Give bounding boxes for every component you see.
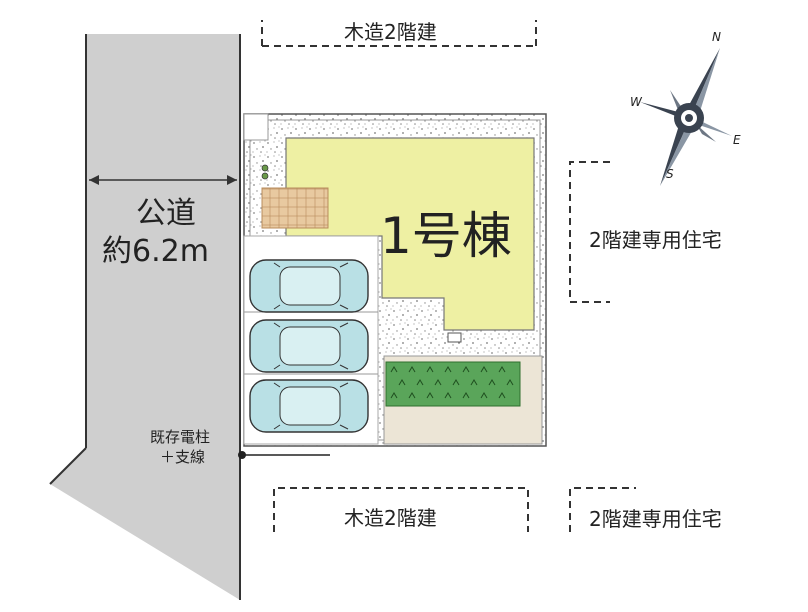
neighbor-top-label: 木造2階建: [344, 20, 437, 44]
deck-tiles: [261, 187, 329, 229]
road-label-name: 公道: [136, 196, 196, 231]
grass-tuft: [416, 379, 424, 386]
grass-tuft: [444, 392, 452, 399]
neighbor-bottom-left-label: 木造2階建: [344, 506, 437, 530]
building-label: 1号棟: [380, 207, 512, 265]
neighbor-right-label: 2階建専用住宅: [589, 228, 722, 252]
grass-tuft: [390, 366, 398, 373]
road-arrowhead-left: [89, 175, 99, 185]
grass-tuft: [408, 366, 416, 373]
compass-label-e: E: [733, 133, 741, 147]
road-arrowhead-right: [227, 175, 237, 185]
grass-tuft: [426, 366, 434, 373]
grass-tuft: [462, 366, 470, 373]
grass-tuft: [480, 366, 488, 373]
grass-tuft: [398, 379, 406, 386]
meter-a: [261, 164, 269, 172]
neighbor-bottom-right-label: 2階建専用住宅: [589, 507, 722, 531]
neighbor-right-outline: [569, 161, 610, 303]
compass-label-n: N: [712, 30, 721, 44]
utility-pole-label-line1: 既存電柱: [150, 428, 211, 446]
entry-strip: [243, 113, 269, 141]
grass-tuft: [462, 392, 470, 399]
compass-label-w: W: [630, 95, 642, 109]
parked-car: [249, 259, 369, 313]
road-edge-diagonal: [49, 447, 87, 485]
public-road: [50, 34, 240, 600]
grass-tuft: [488, 379, 496, 386]
compass-rose-icon: [640, 48, 732, 186]
grass-tuft: [498, 392, 506, 399]
grass-tuft: [426, 392, 434, 399]
road-label-width: 約6.2m: [102, 234, 209, 269]
grass-tuft: [444, 366, 452, 373]
grass-tuft: [434, 379, 442, 386]
neighbor-top-outline: [261, 20, 537, 47]
grass-tuft: [408, 392, 416, 399]
grass-tuft: [506, 379, 514, 386]
lawn: [385, 361, 521, 407]
utility-pole-label-line2: ＋支線: [160, 448, 206, 466]
grass-tuft: [452, 379, 460, 386]
grass-tuft: [470, 379, 478, 386]
grass-tuft: [480, 392, 488, 399]
parked-car: [249, 379, 369, 433]
grass-tuft: [390, 392, 398, 399]
lawn-texture: [390, 366, 514, 399]
grass-tuft: [498, 366, 506, 373]
neighbor-bottom-right-outline: [569, 487, 636, 532]
neighbor-bottom-left-outline: [273, 487, 529, 532]
parked-car: [249, 319, 369, 373]
outdoor-unit: [447, 332, 462, 343]
meter-b: [261, 172, 269, 180]
compass-label-s: S: [666, 167, 674, 181]
